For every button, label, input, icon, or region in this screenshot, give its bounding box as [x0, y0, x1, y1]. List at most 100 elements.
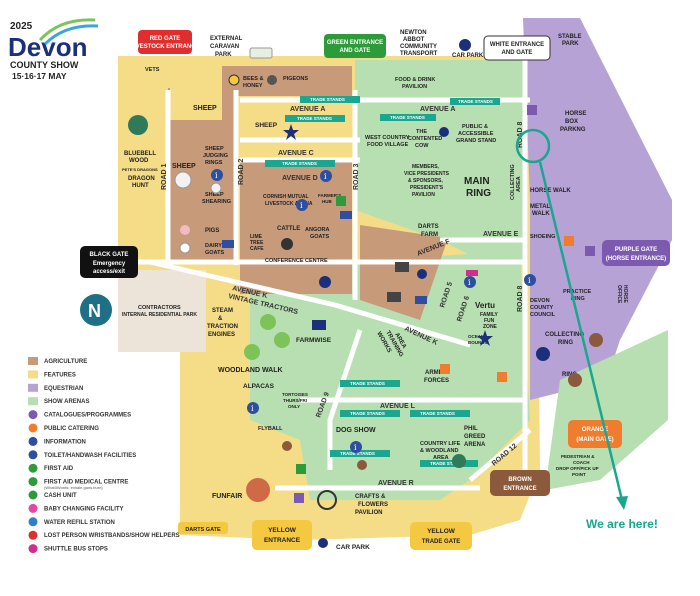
svg-text:TRADE STANDS: TRADE STANDS	[390, 115, 425, 120]
arena-zone-top	[355, 60, 528, 260]
crafts-label-2: FLOWERS	[358, 502, 388, 508]
brown-gate[interactable]: BROWN ENTRANCE	[490, 470, 550, 496]
newton-abbot-label: NEWTON	[400, 30, 427, 36]
first-aid-icon	[28, 463, 38, 473]
red-gate[interactable]: RED GATE (LIVESTOCK ENTRANCE)	[128, 30, 202, 54]
catalogue-icon	[28, 410, 38, 420]
purple-gate[interactable]: PURPLE GATE (HORSE ENTRANCE)	[602, 240, 670, 266]
toilet-icon	[415, 296, 427, 304]
toilet-icon	[28, 450, 38, 460]
devon-council-label-2: COUNTY	[530, 305, 554, 311]
green-gate[interactable]: GREEN ENTRANCE AND GATE	[324, 34, 386, 58]
baby-icon	[28, 503, 38, 513]
pedestrian-label: PEDESTRIAN &	[561, 454, 595, 459]
svg-text:access/exit: access/exit	[93, 269, 125, 275]
legend-label: BABY CHANGING FACILITY	[44, 506, 124, 512]
collecting-ring-label: COLLECTING	[545, 332, 584, 338]
goat-icon	[179, 242, 191, 254]
avenue-a-label: AVENUE A	[290, 106, 325, 113]
food-drink-label: FOOD & DRINK	[395, 77, 435, 83]
medical-centre-icon	[28, 477, 38, 487]
svg-text:TRADE GATE: TRADE GATE	[422, 539, 461, 545]
road-8b-label: ROAD 8	[517, 285, 524, 312]
tree-icon	[452, 454, 466, 468]
tree-icon	[128, 115, 148, 135]
svg-text:(MAIN GATE): (MAIN GATE)	[576, 437, 613, 443]
road-3-label: ROAD 3	[353, 163, 360, 190]
apple-icon	[439, 127, 449, 137]
left-feature-strip	[118, 64, 170, 264]
legend-label: WATER REFILL STATION	[44, 520, 115, 526]
lime-tree-label-3: CAFE	[250, 246, 264, 252]
info-icon	[296, 199, 308, 211]
avenue-d-label: AVENUE D	[282, 175, 318, 182]
orange-gate[interactable]: ORANGE (MAIN GATE)	[568, 420, 622, 448]
bluebell-label: BLUEBELL	[124, 151, 156, 157]
yellow-entrance-gate[interactable]: YELLOW ENTRANCE	[252, 520, 312, 550]
info-icon	[247, 402, 259, 414]
crafts-label: CRAFTS &	[355, 494, 386, 500]
info-icon	[211, 169, 223, 181]
bee-icon	[228, 74, 240, 86]
svg-text:i: i	[528, 276, 531, 285]
svg-text:AND GATE: AND GATE	[340, 48, 371, 54]
members-label: MEMBERS,	[412, 164, 440, 170]
west-country-label-2: FOOD VILLAGE	[367, 142, 409, 148]
contractors-label: CONTRACTORS	[138, 305, 181, 311]
contented-cow-label-3: COW	[415, 143, 429, 149]
legend-label: EQUESTRIAN	[44, 386, 83, 392]
sheep-mid-label: SHEEP	[255, 122, 278, 129]
phil-greed-label-2: GREED	[464, 434, 486, 440]
svg-text:YELLOW: YELLOW	[427, 528, 456, 535]
star-icon	[477, 330, 493, 346]
car-park-bottom-label: CAR PARK	[336, 544, 370, 551]
wheelchair-icon	[459, 39, 471, 51]
shoeing-label: SHOEING	[530, 234, 555, 240]
horse-icon	[589, 333, 603, 347]
toilet-icon	[222, 240, 234, 248]
vets-label: VETS	[145, 67, 160, 73]
svg-text:TRADE STANDS: TRADE STANDS	[350, 411, 385, 416]
vertu-label-4: ZONE	[483, 324, 498, 330]
sheep-judging-label: SHEEP	[205, 146, 224, 152]
white-gate[interactable]: WHITE ENTRANCE AND GATE	[483, 35, 551, 61]
tree-icon	[260, 314, 276, 330]
avenue-c-label: AVENUE C	[278, 150, 314, 157]
public-grand-label-3: GRAND STAND	[456, 138, 496, 144]
svg-text:TRADE STANDS: TRADE STANDS	[458, 99, 493, 104]
road-1-label: ROAD 1	[161, 163, 168, 190]
logo-swoosh-icon	[38, 18, 96, 42]
devon-council-label: DEVON	[530, 298, 550, 304]
bees-area	[222, 66, 352, 96]
horse-walk-label: HORSE WALK	[530, 188, 571, 194]
svg-text:TRADE STANDS: TRADE STANDS	[310, 97, 345, 102]
angora-goats-label: ANGORA	[305, 227, 329, 233]
first-aid-icon	[336, 196, 346, 206]
sheep-top-area	[170, 88, 222, 120]
horse-office-label-2: OFFICE	[616, 285, 622, 304]
you-are-here-arrow	[538, 161, 624, 501]
you-are-here-marker	[515, 128, 551, 164]
main-ring-label: MAIN	[464, 176, 490, 187]
cornish-mutual-label: CORNISH MUTUAL	[263, 194, 309, 200]
svg-text:TRADE STANDS: TRADE STANDS	[420, 411, 455, 416]
members-label-3: & SPONSORS,	[408, 178, 443, 184]
catering-icon	[28, 423, 38, 433]
toilet-icon	[340, 211, 352, 219]
svg-text:BROWN: BROWN	[508, 477, 531, 483]
steam-label-2: &	[218, 316, 223, 322]
yellow-trade-gate[interactable]: YELLOW TRADE GATE	[410, 522, 472, 550]
members-label-2: VICE PRESIDENTS	[404, 171, 450, 177]
black-gate[interactable]: BLACK GATE Emergency access/exit	[80, 246, 138, 278]
caravan-icon	[249, 47, 273, 59]
tree-icon	[244, 344, 260, 360]
darts-gate[interactable]: DARTS GATE	[178, 522, 228, 534]
svg-text:Emergency: Emergency	[93, 261, 126, 267]
toyota-logo-icon	[317, 490, 337, 510]
svg-text:TRADE STANDS: TRADE STANDS	[350, 381, 385, 386]
catering-icon	[440, 364, 450, 374]
newton-abbot-label-3: COMMUNITY	[400, 44, 437, 50]
vertu-label: Vertu	[475, 301, 495, 310]
arrow-head-icon	[616, 496, 628, 510]
